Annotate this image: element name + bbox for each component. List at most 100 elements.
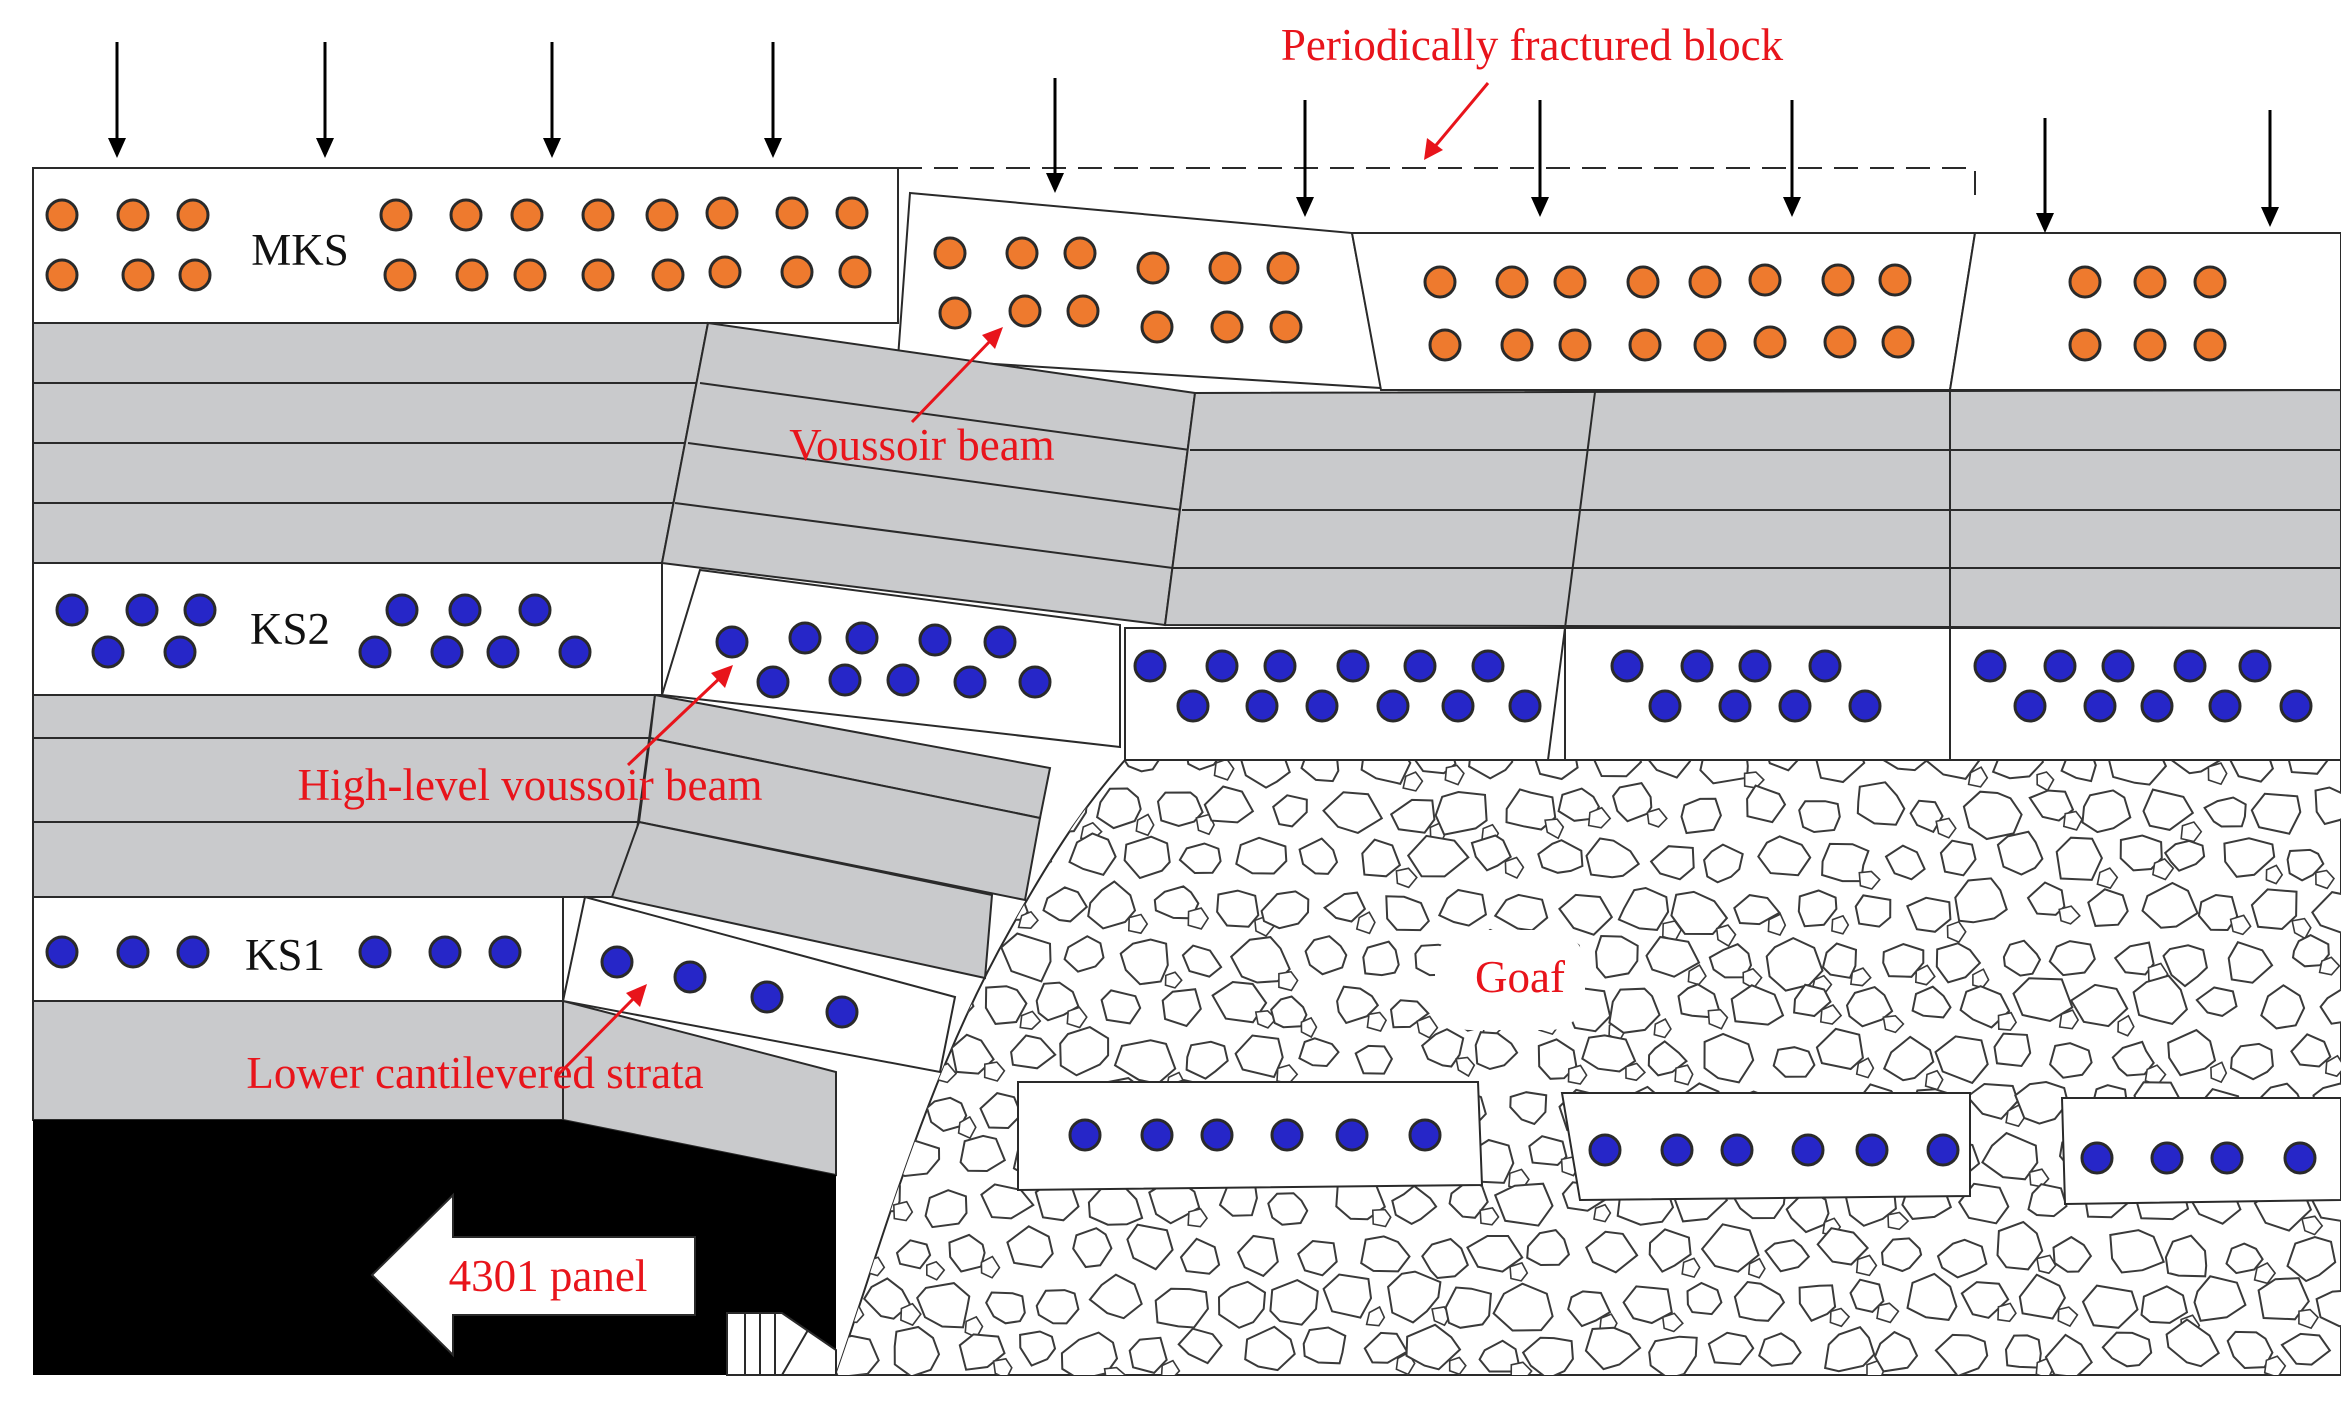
blue-circle-icon <box>1443 691 1473 721</box>
orange-circle-icon <box>1750 265 1780 295</box>
goaf-label: Goaf <box>1475 952 1565 1002</box>
orange-circle-icon <box>653 260 683 290</box>
mks-block-middle <box>1352 233 1975 390</box>
orange-circle-icon <box>1628 267 1658 297</box>
blue-circle-icon <box>2152 1143 2182 1173</box>
rubble-piece <box>1446 1288 1491 1328</box>
blue-circle-icon <box>560 637 590 667</box>
blue-circle-icon <box>2285 1143 2315 1173</box>
blue-circle-icon <box>2175 651 2205 681</box>
rubble-piece <box>1774 1047 1815 1077</box>
orange-circle-icon <box>1502 330 1532 360</box>
rubble-piece <box>2057 838 2102 880</box>
orange-circle-icon <box>1883 327 1913 357</box>
blue-circle-icon <box>1473 651 1503 681</box>
blue-circle-icon <box>1142 1120 1172 1150</box>
blue-circle-icon <box>827 997 857 1027</box>
ks2-block-right-2 <box>1565 628 1950 760</box>
down-arrow-icon <box>316 42 334 158</box>
blue-circle-icon <box>165 637 195 667</box>
blue-circle-icon <box>430 937 460 967</box>
orange-circle-icon <box>1271 312 1301 342</box>
blue-circle-icon <box>1928 1135 1958 1165</box>
ks2-block-right-3 <box>1950 628 2341 760</box>
orange-circle-icon <box>178 200 208 230</box>
blue-circle-icon <box>847 623 877 653</box>
blue-circle-icon <box>1338 651 1368 681</box>
blue-circle-icon <box>1780 691 1810 721</box>
ks1-label: KS1 <box>245 930 325 980</box>
blue-circle-icon <box>118 937 148 967</box>
blue-circle-icon <box>450 595 480 625</box>
orange-circle-icon <box>1425 267 1455 297</box>
orange-circle-icon <box>1068 296 1098 326</box>
orange-circle-icon <box>1695 330 1725 360</box>
orange-circle-icon <box>647 200 677 230</box>
blue-circle-icon <box>1682 651 1712 681</box>
rubble-piece <box>2006 1335 2041 1367</box>
rubble-piece <box>2252 794 2301 834</box>
blue-circle-icon <box>1070 1120 1100 1150</box>
high-level-voussoir-beam-label: High-level voussoir beam <box>298 760 763 810</box>
blue-circle-icon <box>490 937 520 967</box>
lower-cantilevered-strata-label: Lower cantilevered strata <box>246 1048 703 1098</box>
blue-circle-icon <box>1135 651 1165 681</box>
blue-circle-icon <box>830 665 860 695</box>
rubble-piece <box>833 1238 874 1266</box>
blue-circle-icon <box>1265 651 1295 681</box>
blue-circle-icon <box>2082 1143 2112 1173</box>
blue-circle-icon <box>675 962 705 992</box>
orange-circle-icon <box>180 260 210 290</box>
orange-circle-icon <box>2070 267 2100 297</box>
blue-circle-icon <box>520 595 550 625</box>
orange-circle-icon <box>1010 296 1040 326</box>
orange-circle-icon <box>840 257 870 287</box>
ks2-label: KS2 <box>250 604 330 654</box>
orange-circle-icon <box>1210 253 1240 283</box>
blue-circle-icon <box>185 595 215 625</box>
orange-circle-icon <box>1755 327 1785 357</box>
orange-circle-icon <box>1880 265 1910 295</box>
orange-circle-icon <box>47 260 77 290</box>
rubble-piece <box>901 1110 921 1130</box>
orange-circle-icon <box>2195 267 2225 297</box>
orange-circle-icon <box>777 198 807 228</box>
down-arrow-icon <box>2036 118 2054 233</box>
rubble-piece <box>865 1163 885 1181</box>
down-arrow-icon <box>1531 100 1549 217</box>
rubble-piece <box>1682 799 1721 833</box>
orange-circle-icon <box>1268 253 1298 283</box>
rubble-piece <box>1217 891 1258 927</box>
blue-circle-icon <box>2240 651 2270 681</box>
panel-label: 4301 panel <box>449 1251 648 1301</box>
orange-circle-icon <box>1142 312 1172 342</box>
orange-circle-icon <box>47 200 77 230</box>
mks-label: MKS <box>251 225 349 275</box>
orange-circle-icon <box>515 260 545 290</box>
mks-block-right <box>1950 233 2341 390</box>
orange-circle-icon <box>710 257 740 287</box>
blue-circle-icon <box>360 937 390 967</box>
blue-circle-icon <box>920 625 950 655</box>
blue-circle-icon <box>1178 691 1208 721</box>
blue-circle-icon <box>360 637 390 667</box>
blue-circle-icon <box>1662 1135 1692 1165</box>
down-arrow-icon <box>108 42 126 158</box>
blue-circle-icon <box>955 667 985 697</box>
orange-circle-icon <box>583 260 613 290</box>
blue-circle-icon <box>1975 651 2005 681</box>
rubble-piece <box>1856 895 1891 926</box>
blue-circle-icon <box>2281 691 2311 721</box>
rubble-piece <box>867 955 885 975</box>
orange-circle-icon <box>2135 267 2165 297</box>
orange-circle-icon <box>1555 267 1585 297</box>
periodic-block-pointer <box>1432 83 1488 150</box>
blue-circle-icon <box>1740 651 1770 681</box>
blue-circle-icon <box>1590 1135 1620 1165</box>
blue-circle-icon <box>2210 691 2240 721</box>
rubble-piece <box>1158 793 1203 827</box>
orange-circle-icon <box>457 260 487 290</box>
blue-circle-icon <box>2015 691 2045 721</box>
blue-circle-icon <box>57 595 87 625</box>
